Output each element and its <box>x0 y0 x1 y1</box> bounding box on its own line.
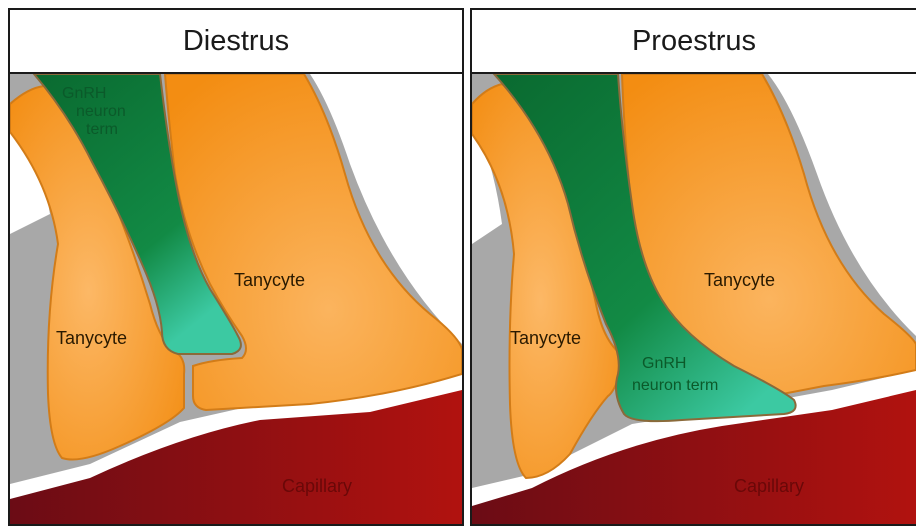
proestrus-panel: Proestrus <box>470 8 916 526</box>
svg-text:neuron: neuron <box>76 103 126 120</box>
diestrus-title: Diestrus <box>10 10 462 74</box>
tanycyte-left-label: Tanycyte <box>56 328 127 348</box>
svg-text:GnRH: GnRH <box>62 85 106 102</box>
diestrus-panel: Diestrus <box>8 8 464 526</box>
capillary-label: Capillary <box>282 476 352 496</box>
svg-text:term: term <box>86 121 118 138</box>
diestrus-illustration: GnRH neuron term Tanycyte Tanycyte Capil… <box>10 74 462 526</box>
proestrus-illustration: GnRH neuron term Tanycyte Tanycyte Capil… <box>472 74 916 526</box>
proestrus-diagram: GnRH neuron term Tanycyte Tanycyte Capil… <box>472 74 916 524</box>
tanycyte-left-label: Tanycyte <box>510 328 581 348</box>
svg-text:neuron term: neuron term <box>632 377 718 394</box>
capillary-label: Capillary <box>734 476 804 496</box>
tanycyte-right-label: Tanycyte <box>704 270 775 290</box>
svg-text:GnRH: GnRH <box>642 355 686 372</box>
tanycyte-right-label: Tanycyte <box>234 270 305 290</box>
proestrus-title: Proestrus <box>472 10 916 74</box>
diestrus-diagram: GnRH neuron term Tanycyte Tanycyte Capil… <box>10 74 462 524</box>
